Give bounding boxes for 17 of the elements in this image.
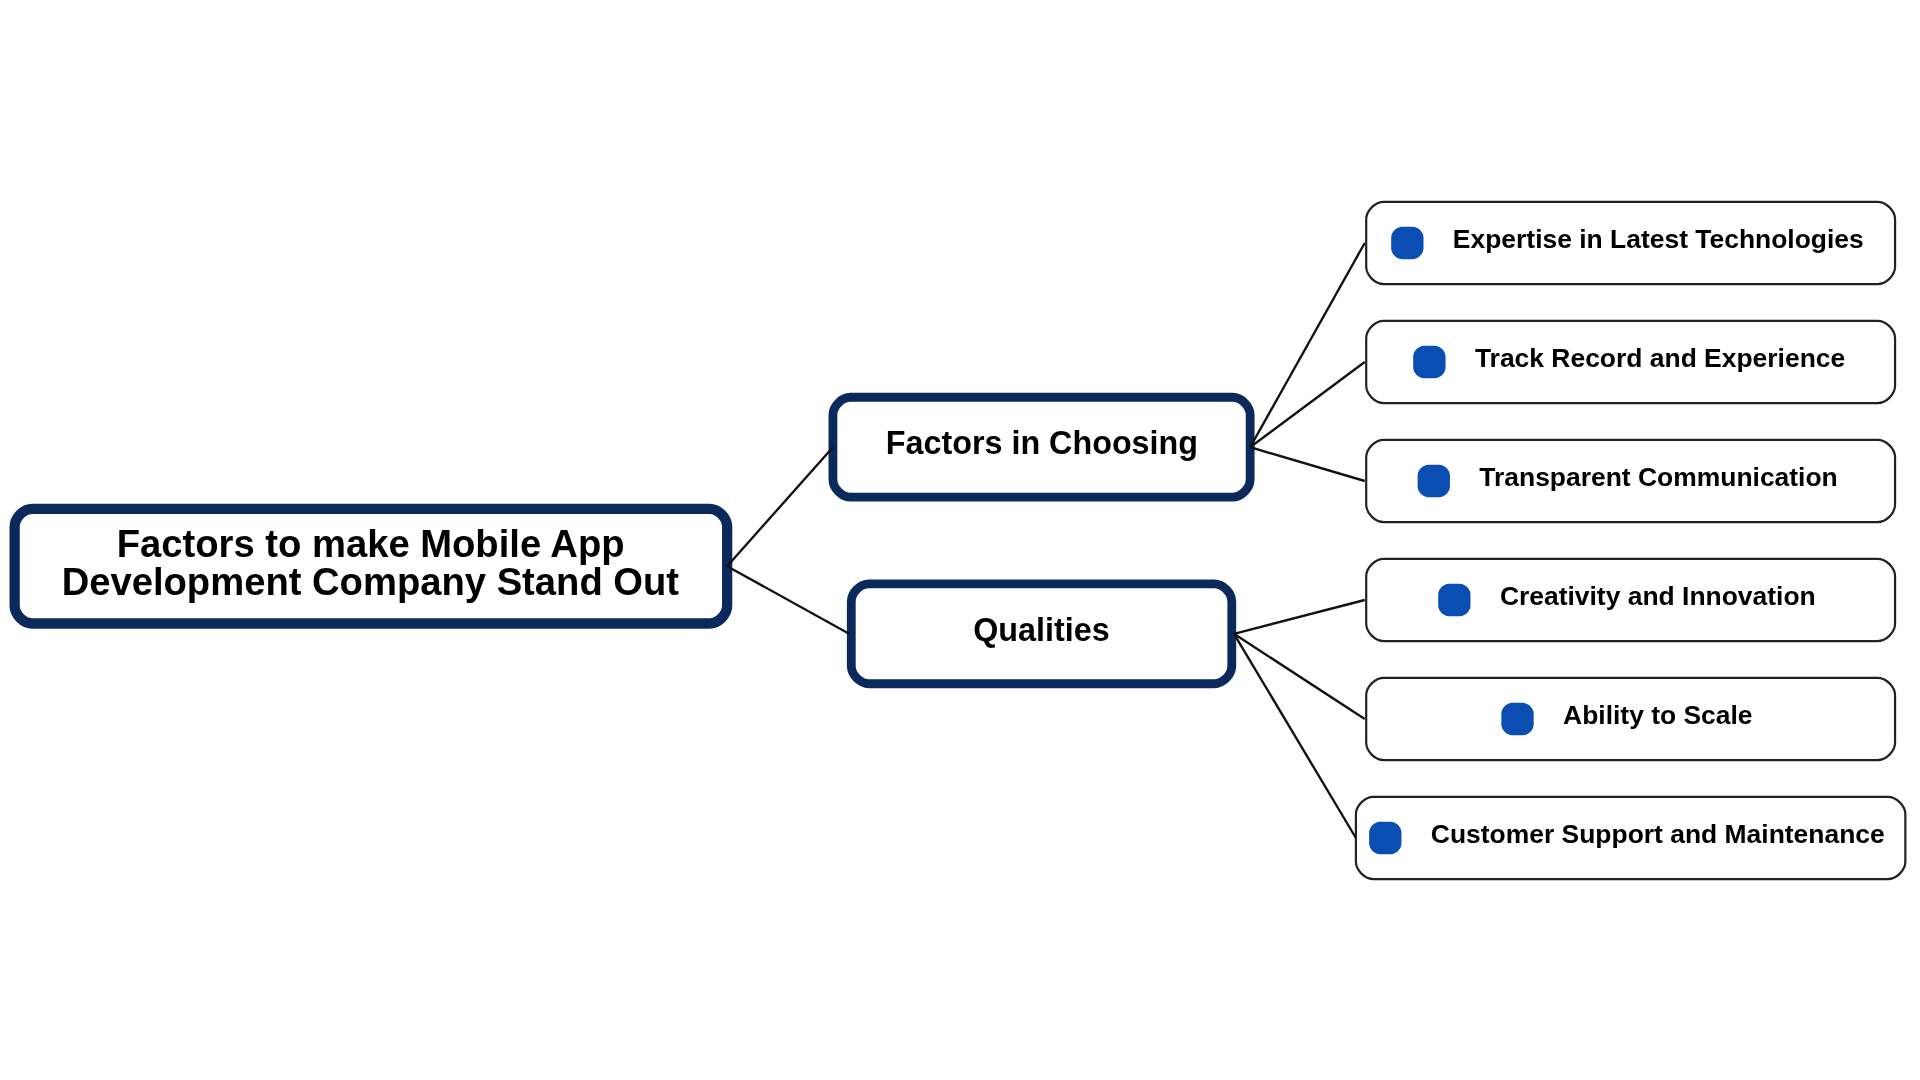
connector — [1233, 598, 1366, 635]
connector — [1249, 241, 1366, 448]
connector — [726, 445, 834, 567]
node-box: Track Record and Experience — [1365, 319, 1897, 404]
node-box: Qualities — [846, 578, 1237, 688]
node-box: Creativity and Innovation — [1365, 557, 1897, 642]
node-box: Expertise in Latest Technologies — [1365, 200, 1897, 285]
connector — [1233, 632, 1366, 720]
node-box: Factors in Choosing — [828, 392, 1255, 502]
connector — [1249, 445, 1366, 482]
node-box: Ability to Scale — [1365, 676, 1897, 761]
node-box: Factors to make Mobile App Development Company Stand Out — [9, 503, 733, 629]
connector — [726, 564, 850, 635]
node-box: Customer Support and Maintenance — [1354, 795, 1907, 880]
connector — [1249, 360, 1366, 448]
connector — [1232, 632, 1357, 839]
node-box: Transparent Communication — [1365, 438, 1897, 523]
